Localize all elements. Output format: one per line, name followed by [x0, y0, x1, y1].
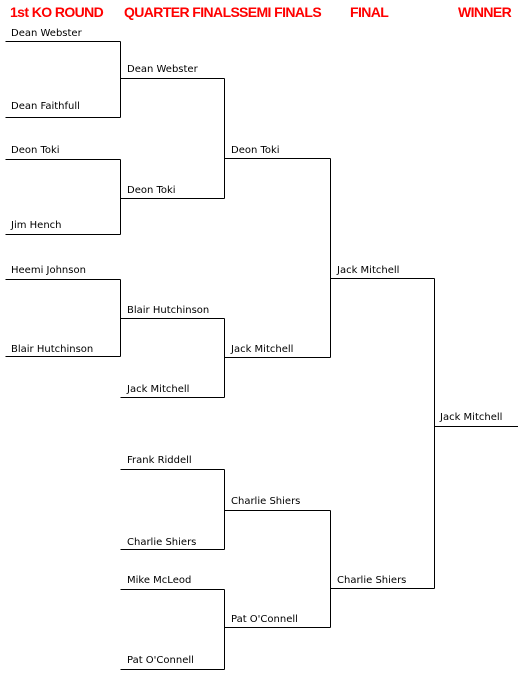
qf-name-blair-hutchinson: Blair Hutchinson — [127, 305, 210, 316]
header-winner: WINNER — [458, 4, 512, 20]
header-final: FINAL — [350, 4, 389, 20]
qf-name-pat-oconnell: Pat O'Connell — [127, 655, 194, 666]
winner-name: Jack Mitchell — [440, 412, 503, 423]
qf-name-mike-mcleod: Mike McLeod — [127, 575, 192, 586]
r1-name-blair-hutchinson: Blair Hutchinson — [11, 344, 94, 355]
qf-name-frank-riddell: Frank Riddell — [127, 455, 192, 466]
qf-name-deon-toki: Deon Toki — [127, 185, 176, 196]
qf-name-dean-webster: Dean Webster — [127, 64, 198, 75]
r1-name-deon-toki: Deon Toki — [11, 145, 60, 156]
sf-name-pat-oconnell: Pat O'Connell — [231, 614, 298, 625]
final-name-charlie-shiers: Charlie Shiers — [337, 575, 407, 586]
r1-name-dean-faithfull: Dean Faithfull — [11, 101, 80, 112]
r1-name-jim-hench: Jim Hench — [11, 220, 62, 231]
header-semi-finals: SEMI FINALS — [239, 4, 322, 20]
sf-name-jack-mitchell: Jack Mitchell — [231, 344, 294, 355]
header-quarter-finals: QUARTER FINALS — [124, 4, 240, 20]
sf-name-deon-toki: Deon Toki — [231, 145, 280, 156]
r1-name-heemi-johnson: Heemi Johnson — [11, 265, 86, 276]
qf-name-jack-mitchell: Jack Mitchell — [127, 384, 190, 395]
final-name-jack-mitchell: Jack Mitchell — [337, 265, 400, 276]
header-1st-ko-round: 1st KO ROUND — [10, 4, 104, 20]
r1-name-dean-webster: Dean Webster — [11, 28, 82, 39]
qf-name-charlie-shiers: Charlie Shiers — [127, 537, 197, 548]
sf-name-charlie-shiers: Charlie Shiers — [231, 496, 301, 507]
